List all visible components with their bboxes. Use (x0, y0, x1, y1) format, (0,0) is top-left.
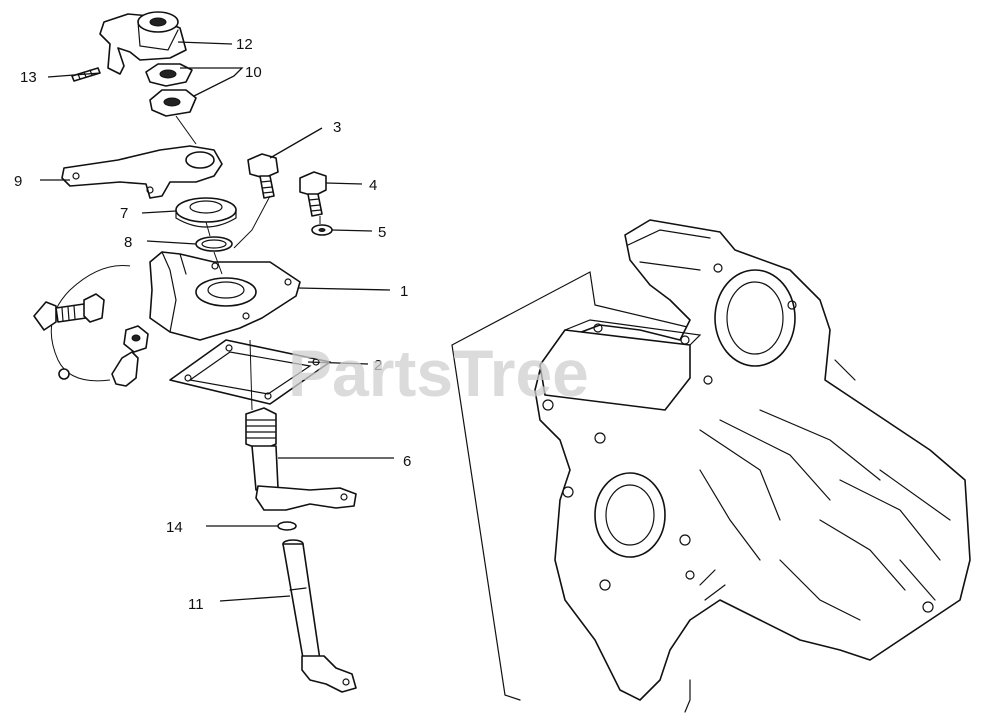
part-8-o-ring (195, 236, 233, 252)
watermark-partstree: PartsTree (288, 336, 589, 410)
part-5-washer (311, 224, 333, 236)
callout-7: 7 (120, 205, 128, 222)
part-6-shaft-arm (245, 407, 357, 511)
engine-housing (451, 219, 971, 713)
callout-12: 12 (236, 36, 253, 53)
part-2-gasket (169, 339, 331, 405)
callout-1: 1 (400, 283, 408, 300)
part-10-nuts (145, 63, 197, 117)
callout-6: 6 (403, 453, 411, 470)
callout-10: 10 (245, 64, 262, 81)
part-14-washer (277, 521, 297, 531)
callout-labels: 12 13 10 9 7 8 3 4 5 1 2 6 14 11 (14, 36, 411, 613)
leader-lines (40, 41, 394, 602)
callout-14: 14 (166, 519, 183, 536)
part-3-bolt (247, 153, 279, 199)
callout-9: 9 (14, 173, 22, 190)
aux-hardware (33, 265, 149, 387)
part-4-bolt (299, 171, 327, 217)
callout-2: 2 (374, 357, 382, 374)
callout-5: 5 (378, 224, 386, 241)
callout-3: 3 (333, 119, 341, 136)
part-11-shaft (282, 539, 357, 693)
callout-8: 8 (124, 234, 132, 251)
callout-11: 11 (188, 596, 204, 613)
part-12-lever-bracket (99, 11, 187, 75)
exploded-parts (33, 11, 357, 693)
part-1-bracket-housing (149, 251, 301, 341)
callout-4: 4 (369, 177, 377, 194)
part-9-lever-arm (61, 145, 223, 199)
callout-13: 13 (20, 69, 37, 86)
